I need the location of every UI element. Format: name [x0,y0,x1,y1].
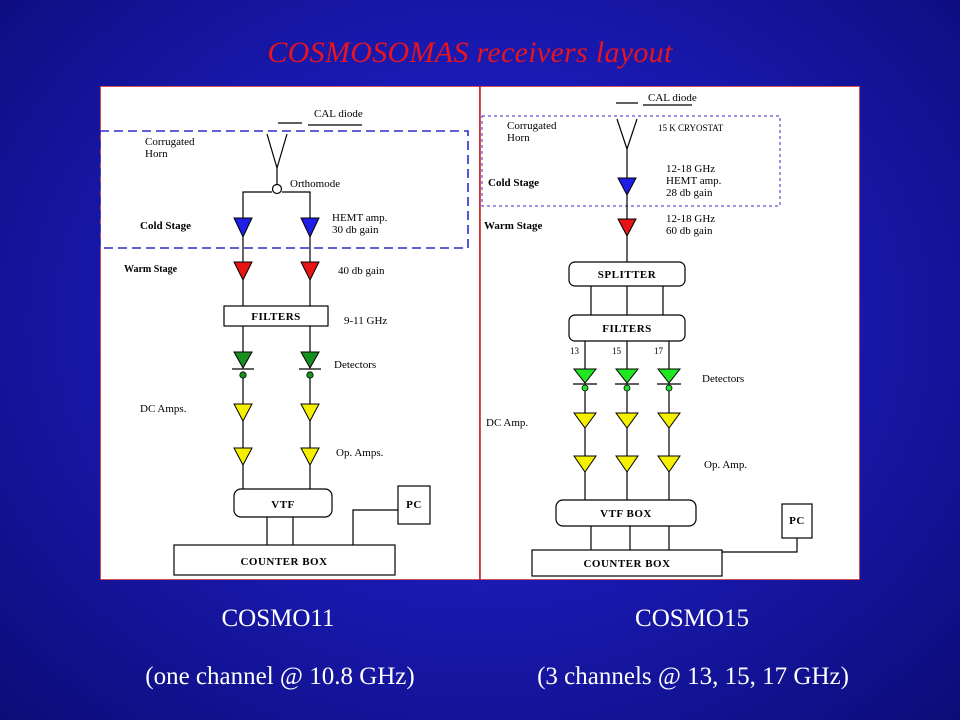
cosmo11-pc-label: PC [406,499,422,511]
cosmo15-detector [656,368,682,384]
cosmo11-op-amps-label: Op. Amps. [336,447,384,459]
cosmo15-dc-amp [657,412,681,429]
cosmo15-cryostat-enclosure [481,115,781,207]
cosmo11-cold-enclosure [100,130,469,249]
cosmo11-orthomode-node [271,183,283,195]
cosmo15-detector-node [665,384,673,392]
cosmo15-channel-label: 17 [654,346,664,356]
cosmo11-warm-amp [233,261,253,282]
cosmo15-dc-amp [573,412,597,429]
cosmo11-cold-stage-label: Cold Stage [140,220,191,232]
cosmo11-vtf-label: VTF [271,499,295,511]
cosmo11-dc-amp [233,403,253,423]
cosmo15-cal-diode-label: CAL diode [648,92,697,104]
cosmo11-cold-amp [233,217,253,239]
cosmo11-filters-label: FILTERS [251,311,301,323]
cosmo15-vtf-box [555,499,697,527]
cosmo11-filters-box [223,305,329,327]
cosmo11-cold-amp [300,217,320,239]
cosmo11-vtf-box [233,488,333,518]
cosmo15-splitter-label: SPLITTER [598,269,657,281]
cosmo11-warm-gain-label: 40 db gain [338,265,385,277]
cosmo15-detector-node [623,384,631,392]
cosmo11-detector [300,351,320,370]
cosmo15-warm-amp [617,218,637,238]
cosmo15-channel-label: 13 [570,346,580,356]
cosmo15-detector [614,368,640,384]
cosmo15-op-amp [573,455,597,473]
cosmo11-detector-node [239,371,247,379]
cosmo15-cold-stage-label: Cold Stage [488,177,539,189]
cosmo15-vtf-label: VTF BOX [600,508,652,520]
cosmo15-detector [572,368,598,384]
cosmo11-detectors-label: Detectors [334,359,376,371]
cosmo11-warm-stage-label: Warm Stage [124,264,178,275]
cosmo11-warm-amp [300,261,320,282]
cosmo11-orthomode-label: Orthomode [290,178,340,190]
cosmo11-pc-box [397,485,431,525]
slide-title: COSMOSOMAS receivers layout [267,36,673,69]
cosmo15-detector-node [581,384,589,392]
cosmo15-pc-box [781,503,813,539]
cosmo11-op-amp [300,447,320,467]
cosmo11-op-amp [233,447,253,467]
cosmo11-cal-diode-label: CAL diode [314,108,363,120]
cosmo11-caption: COSMO11 [221,605,335,632]
cosmo15-caption: COSMO15 [635,605,749,632]
cosmo11-detector [233,351,253,370]
cosmo11-counter-label: COUNTER BOX [240,556,327,568]
cosmo11-counter-box [173,544,396,576]
cosmo15-counter-box [531,549,723,577]
cosmo15-counter-label: COUNTER BOX [583,558,670,570]
cosmo15-op-amp [615,455,639,473]
cosmo15-subcaption: (3 channels @ 13, 15, 17 GHz) [537,663,849,690]
cosmo15-cold-amp [617,177,637,197]
cosmo15-detectors-label: Detectors [702,373,744,385]
cosmo11-filters-range: 9-11 GHz [344,315,387,327]
cosmo15-dc-amp [615,412,639,429]
cosmo15-filters-label: FILTERS [602,323,652,335]
cosmo11-dc-amps-label: DC Amps. [140,403,187,415]
cosmo11-subcaption: (one channel @ 10.8 GHz) [145,663,415,690]
cosmo15-cryostat-label: 15 K CRYOSTAT [658,123,724,133]
receiver-diagram: .bx{fill:#fff;stroke:#000;stroke-width:1… [100,86,860,580]
cosmo15-dc-amp-label: DC Amp. [486,417,528,429]
cosmo15-channel-label: 15 [612,346,622,356]
cosmo11-detector-node [306,371,314,379]
cosmo15-warm-stage-label: Warm Stage [484,220,542,232]
cosmo15-pc-label: PC [789,515,805,527]
cosmo11-dc-amp [300,403,320,423]
cosmo15-op-amp-label: Op. Amp. [704,459,747,471]
cosmo15-op-amp [657,455,681,473]
cosmo11-hemt-label: HEMT amp.30 db gain [332,212,388,236]
